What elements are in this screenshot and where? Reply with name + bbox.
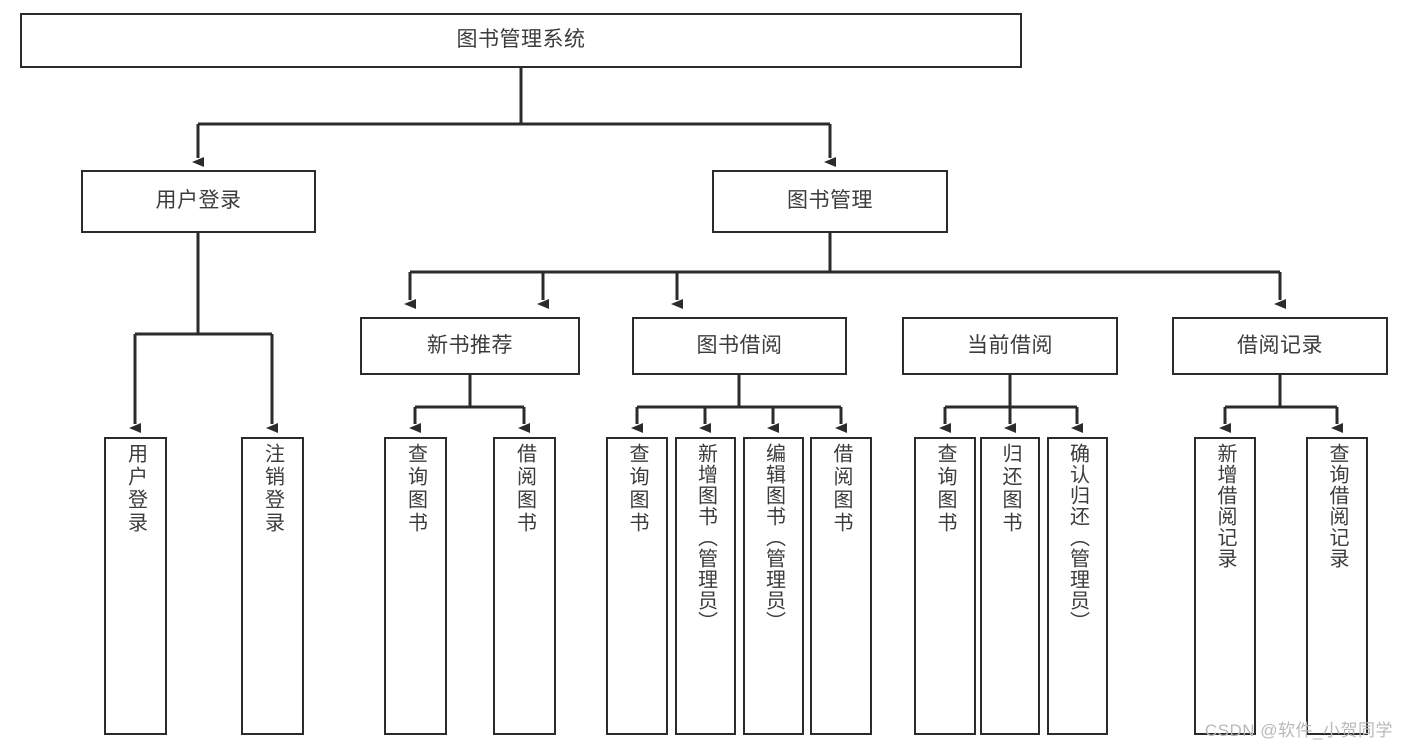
node-label: 用户登录	[124, 443, 147, 535]
leaf-current-borrow-confirm-return-admin[interactable]: 确认归还（管理员）	[1047, 437, 1108, 735]
node-label: 借阅图书	[830, 443, 852, 535]
node-label: 新增借阅记录	[1214, 443, 1236, 569]
node-label: 图书管理系统	[456, 28, 586, 52]
leaf-user-login-login[interactable]: 用户登录	[104, 437, 167, 735]
leaf-book-borrow-query-book[interactable]: 查询图书	[606, 437, 668, 735]
node-label: 图书借阅	[696, 333, 783, 357]
node-label: 查询图书	[626, 443, 648, 535]
node-label: 查询图书	[404, 443, 427, 535]
node-label: 用户登录	[155, 189, 242, 213]
watermark-text: CSDN @软件_小贺同学	[1204, 721, 1393, 740]
leaf-user-login-logout[interactable]: 注销登录	[241, 437, 304, 735]
leaf-current-borrow-query-book[interactable]: 查询图书	[914, 437, 976, 735]
leaf-book-borrow-borrow-book[interactable]: 借阅图书	[810, 437, 872, 735]
leaf-new-book-borrow-book[interactable]: 借阅图书	[493, 437, 556, 735]
node-label: 查询图书	[934, 443, 956, 535]
leaf-current-borrow-return-book[interactable]: 归还图书	[980, 437, 1040, 735]
node-label: 借阅记录	[1237, 333, 1323, 357]
leaf-new-book-query-book[interactable]: 查询图书	[384, 437, 447, 735]
node-book-management[interactable]: 图书管理	[712, 170, 948, 233]
leaf-borrow-records-add-record[interactable]: 新增借阅记录	[1194, 437, 1256, 735]
node-root-system[interactable]: 图书管理系统	[20, 13, 1022, 68]
node-label: 查询借阅记录	[1326, 443, 1348, 569]
node-book-borrow[interactable]: 图书借阅	[632, 317, 847, 375]
node-label: 确认归还（管理员）	[1066, 443, 1089, 632]
node-borrow-records[interactable]: 借阅记录	[1172, 317, 1388, 375]
node-label: 归还图书	[999, 443, 1021, 535]
node-current-borrow[interactable]: 当前借阅	[902, 317, 1118, 375]
leaf-borrow-records-query-record[interactable]: 查询借阅记录	[1306, 437, 1368, 735]
node-label: 注销登录	[261, 443, 284, 535]
leaf-book-borrow-add-book-admin[interactable]: 新增图书（管理员）	[675, 437, 736, 735]
node-label: 新增图书（管理员）	[694, 443, 717, 632]
node-label: 当前借阅	[967, 333, 1053, 357]
node-user-login[interactable]: 用户登录	[81, 170, 316, 233]
node-label: 借阅图书	[513, 443, 536, 535]
node-label: 新书推荐	[427, 333, 513, 357]
leaf-book-borrow-edit-book-admin[interactable]: 编辑图书（管理员）	[743, 437, 804, 735]
node-new-book-recommend[interactable]: 新书推荐	[360, 317, 580, 375]
node-label: 图书管理	[787, 189, 873, 213]
node-label: 编辑图书（管理员）	[762, 443, 785, 632]
